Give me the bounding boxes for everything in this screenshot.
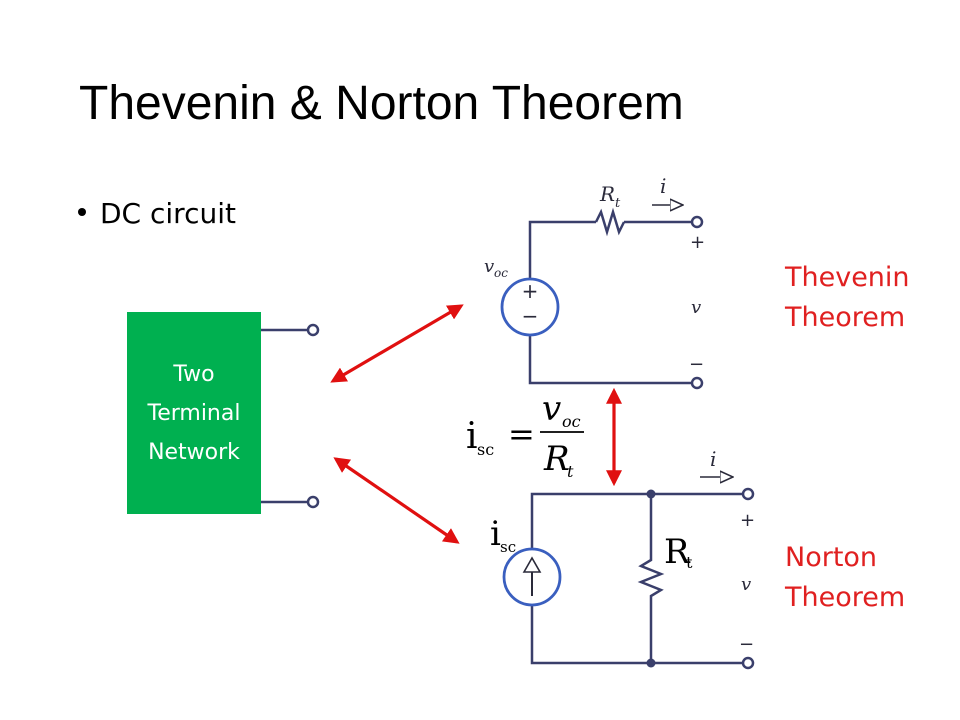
norton-label: Norton Theorem	[785, 538, 905, 618]
norton-circuit: i i sc R t + v −	[490, 447, 755, 670]
equation-denominator-sub: t	[567, 462, 574, 481]
thevenin-wire-top-left	[528, 220, 596, 278]
bullet-item: DC circuit	[78, 197, 236, 230]
norton-current-equation: i sc = v oc R t	[466, 389, 584, 481]
bullet-dot	[78, 208, 86, 216]
norton-current-label: i	[710, 447, 716, 471]
network-line-3: Network	[148, 439, 240, 465]
equation-equals: =	[508, 415, 535, 453]
thevenin-wire-bottom	[528, 336, 692, 385]
relation-arrows	[330, 304, 622, 544]
network-top-terminal	[306, 323, 320, 337]
thevenin-resistor-label: R	[599, 182, 615, 206]
norton-voltage-label: v	[741, 574, 751, 595]
slide-title: Thevenin & Norton Theorem	[79, 77, 684, 130]
norton-minus-sign: −	[739, 634, 754, 655]
norton-top-node	[646, 489, 656, 499]
norton-bottom-terminal	[741, 656, 755, 670]
network-line-1: Two	[173, 361, 215, 387]
voltage-source-icon	[500, 277, 560, 337]
norton-wire-bottom	[530, 606, 743, 665]
thevenin-top-terminal	[690, 215, 704, 229]
norton-source-label: i	[490, 514, 501, 554]
network-line-2: Terminal	[147, 400, 241, 426]
svg-text:−: −	[522, 304, 539, 328]
current-source-arrow-head	[522, 556, 542, 573]
svg-text:+: +	[522, 279, 539, 303]
norton-top-terminal	[741, 487, 755, 501]
thevenin-label: Thevenin Theorem	[785, 258, 910, 338]
network-terminals	[261, 323, 320, 509]
norton-wire-top	[530, 492, 743, 548]
two-terminal-network-box: Two Terminal Network	[127, 312, 261, 514]
thevenin-source-label: v	[484, 256, 494, 277]
thevenin-label-line-1: Thevenin	[785, 262, 910, 293]
arrow-network-to-thevenin	[330, 304, 464, 383]
norton-source-sub: sc	[500, 538, 516, 556]
norton-resistor-label: R	[664, 532, 691, 572]
thevenin-source-sub: oc	[494, 266, 508, 280]
network-bottom-terminal	[306, 495, 320, 509]
thevenin-label-line-2: Theorem	[785, 302, 906, 333]
equation-denominator: R	[543, 439, 570, 479]
thevenin-resistor-sub: t	[615, 196, 621, 211]
equation-lhs-sub: sc	[477, 440, 494, 459]
thevenin-plus-sign: +	[690, 232, 705, 253]
equation-numerator-sub: oc	[562, 412, 581, 431]
arrow-network-to-norton	[333, 457, 460, 544]
thevenin-voltage-label: v	[691, 297, 701, 318]
norton-label-line-1: Norton	[785, 542, 878, 573]
thevenin-circuit: + − i R t v oc + v −	[484, 174, 705, 390]
bullet-text: DC circuit	[100, 197, 236, 230]
norton-resistor-icon	[637, 494, 665, 663]
norton-bottom-node	[646, 658, 656, 668]
equation-numerator: v	[542, 389, 561, 429]
norton-label-line-2: Theorem	[785, 582, 906, 613]
equation-lhs: i	[466, 416, 478, 457]
norton-resistor-sub: t	[686, 553, 693, 572]
thevenin-bottom-terminal	[690, 376, 704, 390]
thevenin-minus-sign: −	[689, 354, 704, 375]
thevenin-resistor-icon	[594, 207, 626, 237]
norton-plus-sign: +	[740, 510, 755, 531]
thevenin-current-label: i	[660, 174, 666, 198]
